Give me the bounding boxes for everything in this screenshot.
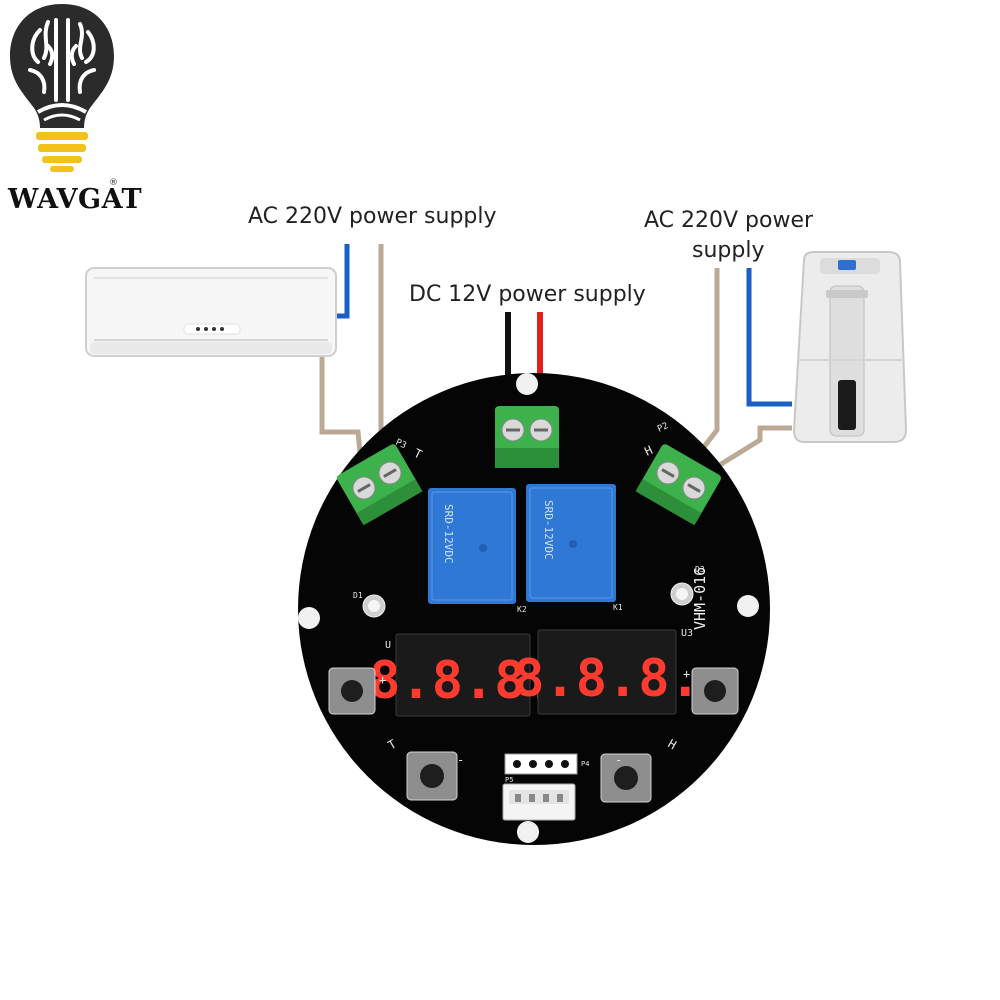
terminal-left-designator: P3	[394, 438, 408, 452]
wire-left-blue	[334, 244, 350, 319]
mounting-hole	[516, 373, 538, 395]
led-d3-designator: D3	[695, 565, 705, 574]
relay-k1-designator: K1	[613, 603, 623, 612]
relay-k2-marking: SRD-12VDC	[442, 504, 455, 564]
wire-right-tan-supply	[698, 268, 720, 454]
button-t-minus-label: -	[457, 753, 464, 767]
wire-right-tan-device	[716, 425, 792, 469]
mounting-hole	[517, 821, 539, 843]
mounting-hole	[298, 607, 320, 629]
mounting-hole	[737, 595, 759, 617]
label-ac-left: AC 220V power supply	[248, 204, 497, 229]
button-h-minus	[600, 753, 652, 803]
relay-k1: SRD-12VDC	[526, 484, 616, 602]
relay-k2: SRD-12VDC	[428, 488, 516, 604]
display-u-designator: U	[385, 640, 391, 651]
led-d3	[670, 582, 694, 606]
relay-k2-designator: K2	[517, 605, 527, 614]
label-ac-right-line1: AC 220V power	[644, 208, 814, 233]
label-dc-top: DC 12V power supply	[409, 282, 646, 307]
display-u-digits: 8.8.8.	[369, 651, 557, 711]
board-model: VHM-016	[691, 567, 709, 630]
brand-name: WAVGAT	[8, 184, 143, 215]
button-t-plus-label: +	[379, 673, 386, 687]
button-h-plus-label: +	[683, 667, 690, 681]
button-t-plus	[328, 667, 376, 715]
wire-right-blue	[746, 268, 792, 407]
header-upper-designator: P4	[581, 760, 589, 768]
pin-header-upper	[504, 753, 578, 775]
button-t-minus	[406, 751, 458, 801]
wire-left-tan-device	[319, 356, 363, 453]
air-conditioner-icon	[85, 267, 337, 357]
terminal-block-left	[337, 444, 423, 526]
display-u3: 8.8.8.	[513, 629, 701, 715]
dc-terminal-block	[495, 406, 559, 468]
terminal-right-designator: P2	[656, 421, 670, 435]
display-u: 8.8.8.	[369, 633, 557, 717]
relay-k1-marking: SRD-12VDC	[542, 500, 555, 560]
label-ac-right-line2: supply	[692, 238, 765, 263]
registered-mark: ®	[109, 178, 118, 188]
connector-lower	[502, 783, 576, 821]
controller-board: P3 T P2 H SRD-12VDC K2 SRD-12VDC K1	[298, 373, 770, 845]
button-h-plus	[691, 667, 739, 715]
led-d1-designator: D1	[353, 591, 363, 600]
header-lower-designator: P5	[505, 776, 513, 784]
terminal-block-right	[635, 444, 721, 526]
button-h-minus-label: -	[615, 753, 622, 767]
led-d1	[362, 594, 386, 618]
display-u3-designator: U3	[681, 628, 693, 639]
display-u3-digits: 8.8.8.	[513, 649, 701, 709]
dehumidifier-icon	[792, 251, 908, 443]
brain-lightbulb-icon	[10, 4, 114, 172]
